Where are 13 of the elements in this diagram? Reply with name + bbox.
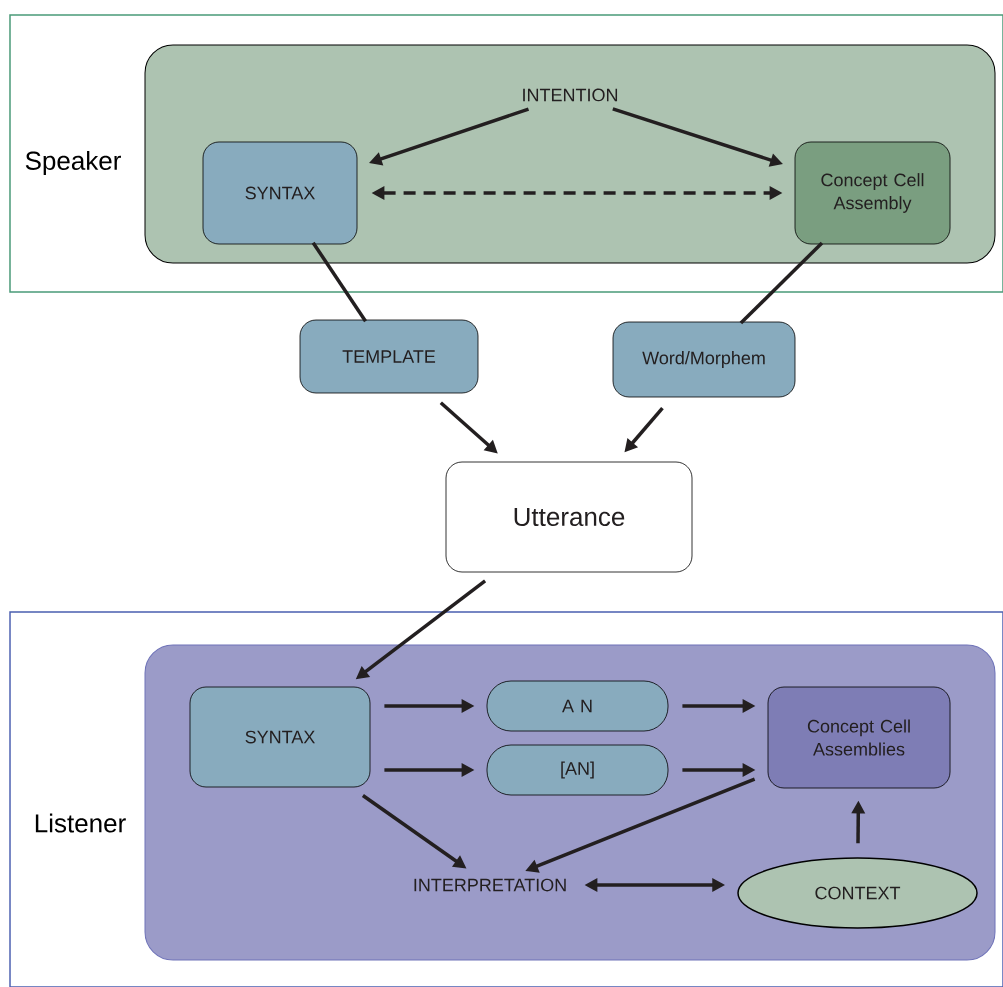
- syntax-box: SYNTAX: [189, 686, 371, 788]
- template-box: TEMPLATE: [299, 319, 479, 394]
- syntax-box: SYNTAX: [202, 141, 358, 245]
- connector-line: [739, 241, 824, 325]
- intention-label: INTENTION: [523, 88, 618, 102]
- connector-line: [311, 241, 368, 323]
- phrase-box: [AN]: [486, 744, 669, 796]
- utterance-box: Utterance: [445, 461, 693, 573]
- phrase-box: A N: [486, 680, 669, 732]
- word-box: Word/Morphem: [612, 321, 796, 398]
- concept-box: Concept Cell Assembly: [794, 141, 951, 245]
- concept-box: Concept Cell Assemblies: [767, 686, 951, 789]
- interpretation-label: INTERPRETATION: [414, 878, 566, 892]
